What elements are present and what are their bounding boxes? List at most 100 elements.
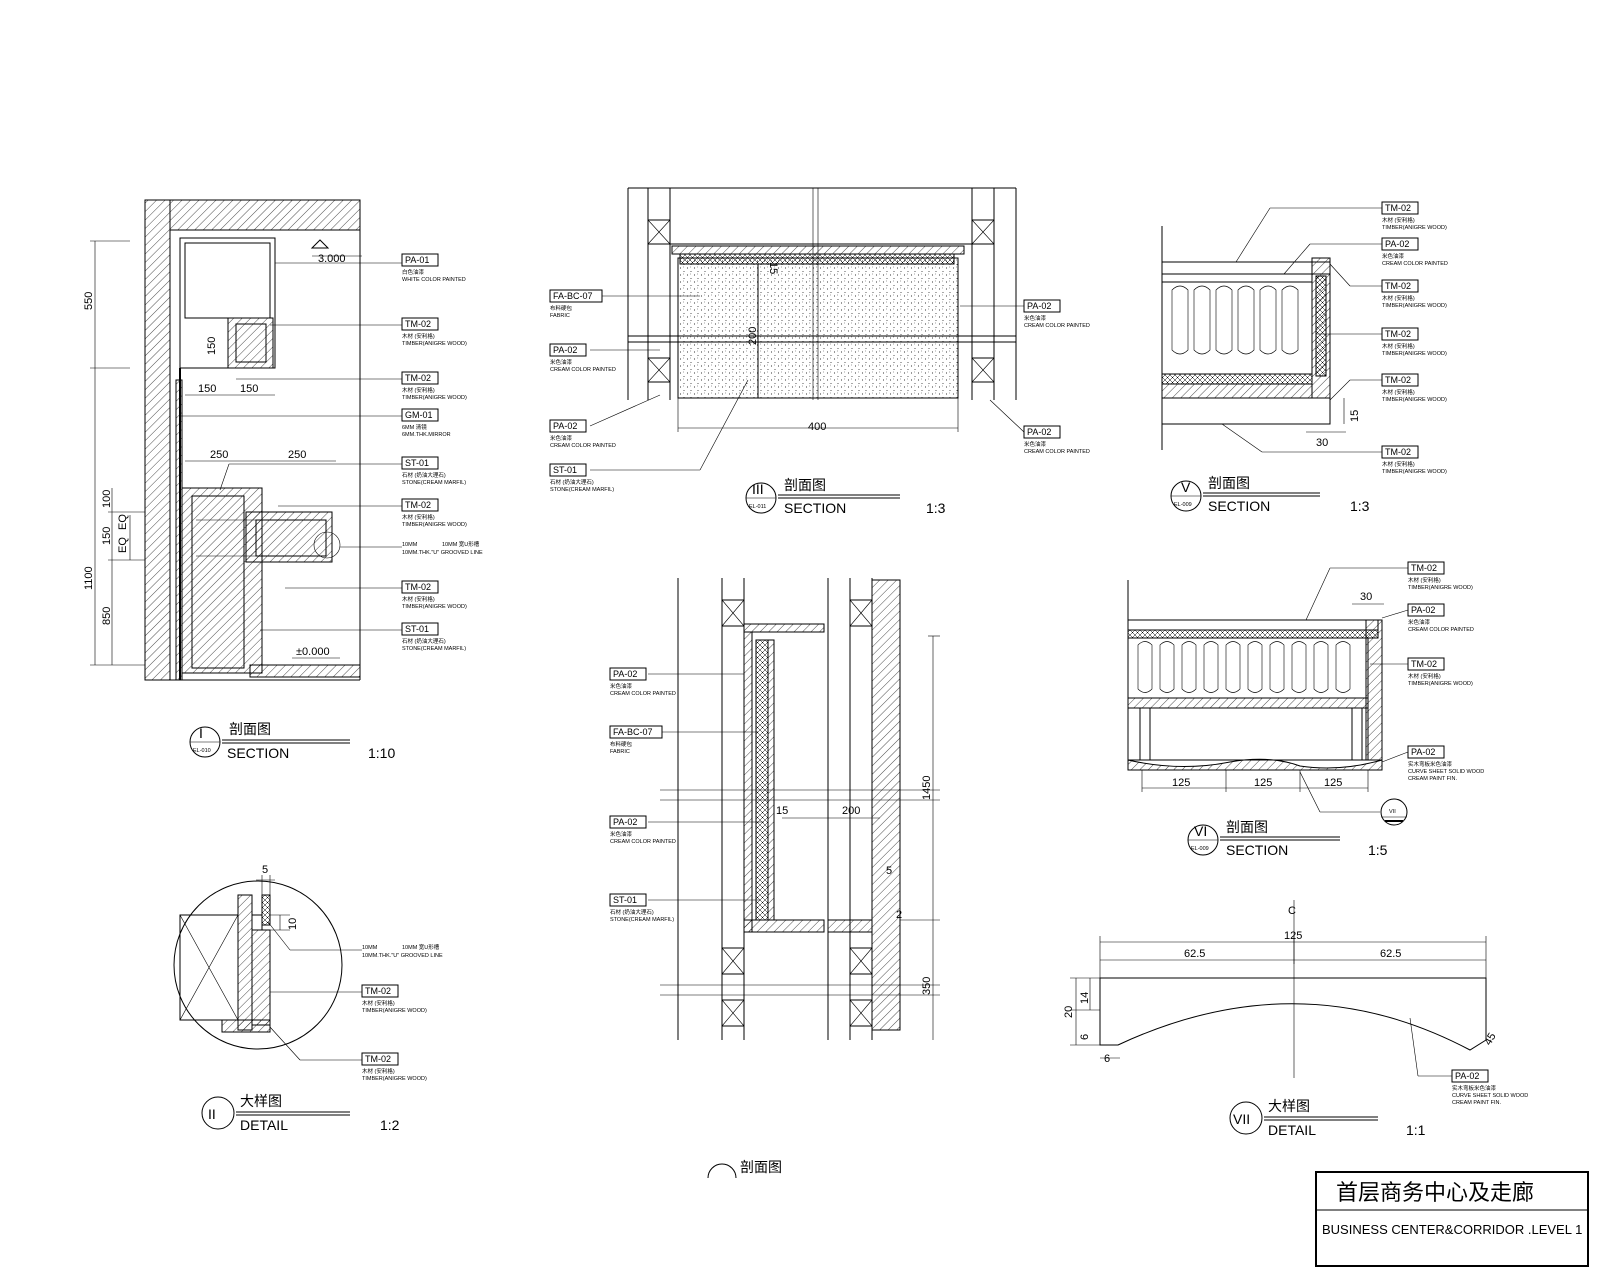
dim: 550 [83,292,95,310]
material-tag: ST-01 [405,624,429,634]
level-floor: ±0.000 [296,646,330,658]
material-tag-en: TIMBER(ANIGRE WOOD) [1382,469,1447,475]
centerline-mark: C [1288,905,1296,917]
material-tag-cn: 实木弯板米色油漆 [1452,1084,1497,1092]
material-tag-cn: 米色油漆 [1382,252,1405,260]
dim: 150 [206,337,218,355]
material-tag-cn: 木材 (安利格) [402,513,435,521]
drawing-ref: EL-009 [1174,502,1192,508]
dim: 5 [262,864,268,876]
dim: 125 [1324,777,1342,789]
drawing-title-en: SECTION [1208,498,1270,514]
material-tag-en: STONE(CREAM MARFIL) [550,487,614,493]
material-tag: ST-01 [405,458,429,468]
drawing-scale: 1:3 [926,500,946,516]
material-tag-en: TIMBER(ANIGRE WOOD) [1382,225,1447,231]
material-tag-en: TIMBER(ANIGRE WOOD) [1382,351,1447,357]
section-i: 3.000 ±0.000 550 1100 150 150 150 250 25… [83,199,483,761]
dim: 30 [1360,591,1372,603]
material-tag-en: TIMBER(ANIGRE WOOD) [402,341,467,347]
drawing-title-en: SECTION [227,745,289,761]
material-tag-en: CREAM COLOR PAINTED [550,367,616,373]
material-tag: GM-01 [405,410,433,420]
material-tag: FA-BC-07 [553,291,593,301]
material-tag-en: TIMBER(ANIGRE WOOD) [1408,585,1473,591]
material-tag-cn: 木材 (安利格) [1408,672,1441,680]
material-tag-cn: 石材 (奶油大理石) [402,637,446,645]
material-tag-en: STONE(CREAM MARFIL) [610,917,674,923]
material-tag-cn: 木材 (安利格) [402,595,435,603]
section-vi: 30 125 125 125 VII TM-02 木材 (安利格) TIMBER… [1127,561,1484,858]
level-top: 3.000 [318,253,346,265]
dim: 125 [1172,777,1190,789]
material-tag: PA-02 [1455,1071,1479,1081]
material-tag-cn: 石材 (奶油大理石) [402,471,446,479]
dim: 62.5 [1380,948,1401,960]
drawing-title-iv: 剖面图 [707,1159,782,1179]
material-tag-cn: 米色油漆 [550,434,573,442]
title-block: 首层商务中心及走廊 BUSINESS CENTER&CORRIDOR .LEVE… [1315,1171,1589,1267]
dim: 250 [288,449,306,461]
material-tag-en: TIMBER(ANIGRE WOOD) [362,1076,427,1082]
material-tag-cn: 木材 (安利格) [1382,460,1415,468]
drawing-title-cn: 剖面图 [740,1159,782,1175]
section-iii: 400 15 200 FA-BC-07 布料硬包 FABRIC PA-02 米色… [549,187,1090,516]
drawing-number: VI [1194,823,1207,839]
material-tag-cn: 布料硬包 [610,740,633,748]
material-tag-en: FABRIC [610,749,630,755]
material-tag-en: TIMBER(ANIGRE WOOD) [402,604,467,610]
material-tag-en: CREAM COLOR PAINTED [1408,627,1474,633]
material-tag-en: CURVE SHEET SOLID WOOD [1408,769,1484,775]
material-tag-en: 6MM.THK.MIRROR [402,432,451,438]
drawing-ref: EL-009 [1191,846,1209,852]
drawing-scale: 1:1 [1406,1122,1426,1138]
dim: EQ [117,514,129,530]
drawing-title-iii: III EL-011 剖面图 SECTION 1:3 [745,477,946,516]
material-tag: TM-02 [365,1054,391,1064]
drawing-title-cn: 大样图 [240,1093,282,1109]
material-tag: TM-02 [365,986,391,996]
dim: 15 [1349,410,1361,422]
material-tag-cn: 石材 (奶油大理石) [550,478,594,486]
section-v: 30 15 TM-02 木材 (安利格) TIMBER(ANIGRE WOOD)… [1161,201,1448,514]
material-tag: TM-02 [405,500,431,510]
material-tag-cn: 木材 (安利格) [1382,216,1415,224]
dim: 1450 [921,776,933,800]
material-tag-cn: 石材 (奶油大理石) [610,908,654,916]
material-tag-cn: 实木弯板米色油漆 [1408,760,1453,768]
material-tag-en2: CREAM PAINT FIN. [1408,776,1457,782]
drawing-ref: EL-011 [749,504,766,510]
material-tag-en: TIMBER(ANIGRE WOOD) [402,522,467,528]
dim: 125 [1284,930,1302,942]
drawing-title-vi: VI EL-009 剖面图 SECTION 1:5 [1187,819,1388,858]
material-tag-en: TIMBER(ANIGRE WOOD) [1408,681,1473,687]
material-tag-cn: 白色油漆 [402,268,425,276]
dim: 250 [210,449,228,461]
drawing-number: III [752,481,764,497]
groove-note-lead: 10MM [362,945,378,951]
material-tag-cn: 木材 (安利格) [1408,576,1441,584]
material-tag: TM-02 [1411,563,1437,573]
drawing-number: I [199,725,203,741]
groove-note-lead: 10MM [402,542,418,548]
material-tag: PA-02 [1411,605,1435,615]
material-tag-en: TIMBER(ANIGRE WOOD) [362,1008,427,1014]
material-tag: TM-02 [1385,447,1411,457]
dim: 100 [101,490,113,508]
detail-vii: C 125 62.5 62.5 20 14 6 6 45 PA-02 实木弯板米… [1063,900,1528,1138]
drawing-number: II [208,1106,216,1122]
title-block-name-en: BUSINESS CENTER&CORRIDOR .LEVEL 1 [1322,1222,1582,1237]
dim: 200 [842,805,860,817]
material-tag: ST-01 [613,895,637,905]
dim: 350 [921,977,933,995]
drawing-scale: 1:2 [380,1117,400,1133]
material-tag: PA-02 [1385,239,1409,249]
groove-note-en: 10MM.THK."U" GROOVED LINE [402,550,483,556]
material-tag: PA-02 [1411,747,1435,757]
section-iv: 1450 15 200 5 2 350 PA-02 米色油漆 CREAM COL… [609,578,940,1179]
material-tag-cn: 木材 (安利格) [1382,294,1415,302]
material-tag-en: TIMBER(ANIGRE WOOD) [1382,303,1447,309]
dim: 2 [896,909,902,921]
dim: 15 [776,805,788,817]
